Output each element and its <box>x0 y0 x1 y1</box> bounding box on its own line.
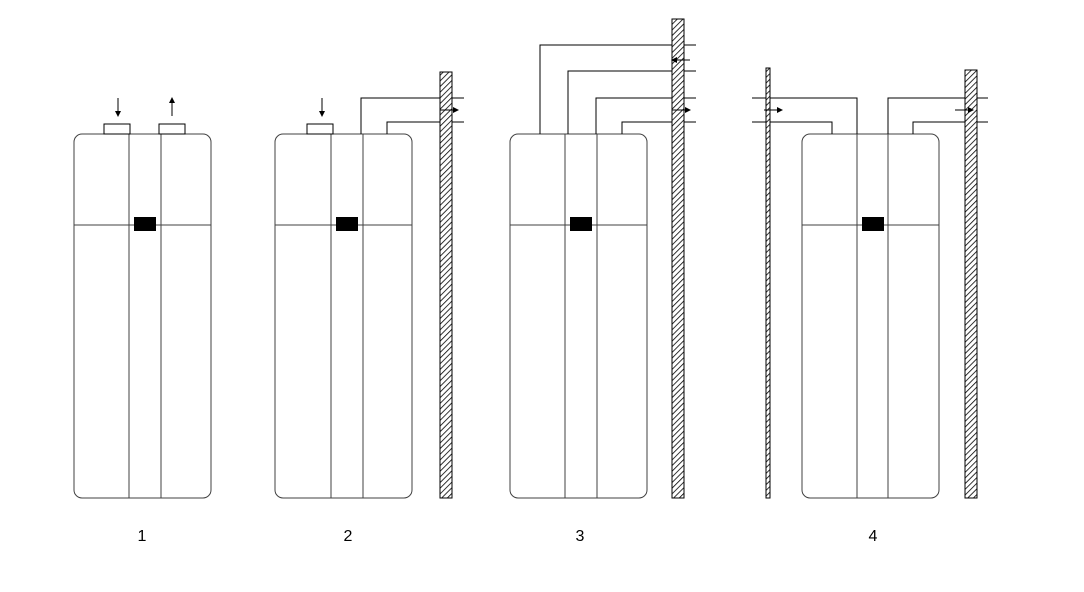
configuration-1: 1 <box>73 97 212 545</box>
intake-duct <box>752 97 858 134</box>
water-heater-tank <box>73 133 212 499</box>
exhaust-duct <box>887 97 988 134</box>
exhaust-collar <box>158 123 186 135</box>
configuration-label: 4 <box>869 528 878 545</box>
control-display <box>862 217 884 231</box>
exterior-wall <box>964 69 978 499</box>
configuration-label: 2 <box>344 528 353 545</box>
exhaust-duct <box>595 97 696 134</box>
intake-collar <box>103 123 131 135</box>
interior-wall <box>765 67 771 499</box>
exterior-wall <box>439 71 453 499</box>
configuration-label: 1 <box>138 528 147 545</box>
water-heater-tank <box>801 133 940 499</box>
exhaust-duct <box>360 97 464 134</box>
intake-duct <box>539 44 696 134</box>
control-display <box>336 217 358 231</box>
exterior-wall <box>671 18 685 499</box>
control-display <box>134 217 156 231</box>
intake-collar <box>306 123 334 135</box>
configuration-2: 2 <box>274 71 464 545</box>
configuration-4: 4 <box>752 67 988 545</box>
control-display <box>570 217 592 231</box>
configuration-3: 3 <box>509 18 696 545</box>
water-heater-tank <box>274 133 413 499</box>
configuration-label: 3 <box>576 528 585 545</box>
water-heater-tank <box>509 133 648 499</box>
